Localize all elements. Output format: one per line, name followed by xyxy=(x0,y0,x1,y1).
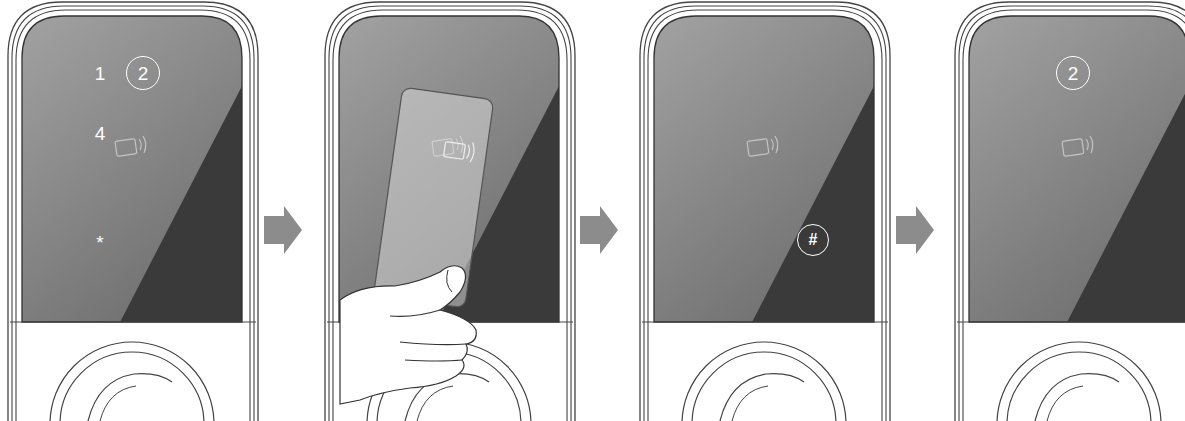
key-label: * xyxy=(96,233,103,252)
key-label: 1 xyxy=(95,64,106,83)
key-label: 4 xyxy=(95,124,106,143)
key-symbol: # xyxy=(809,232,818,248)
key-symbol: 2 xyxy=(138,64,149,83)
hand-with-card xyxy=(340,87,494,404)
circled-key: # xyxy=(797,224,829,256)
key-symbol: 2 xyxy=(1068,64,1079,83)
circled-key: 2 xyxy=(1056,56,1090,90)
circled-key: 2 xyxy=(126,56,160,90)
step-arrows xyxy=(264,206,934,254)
